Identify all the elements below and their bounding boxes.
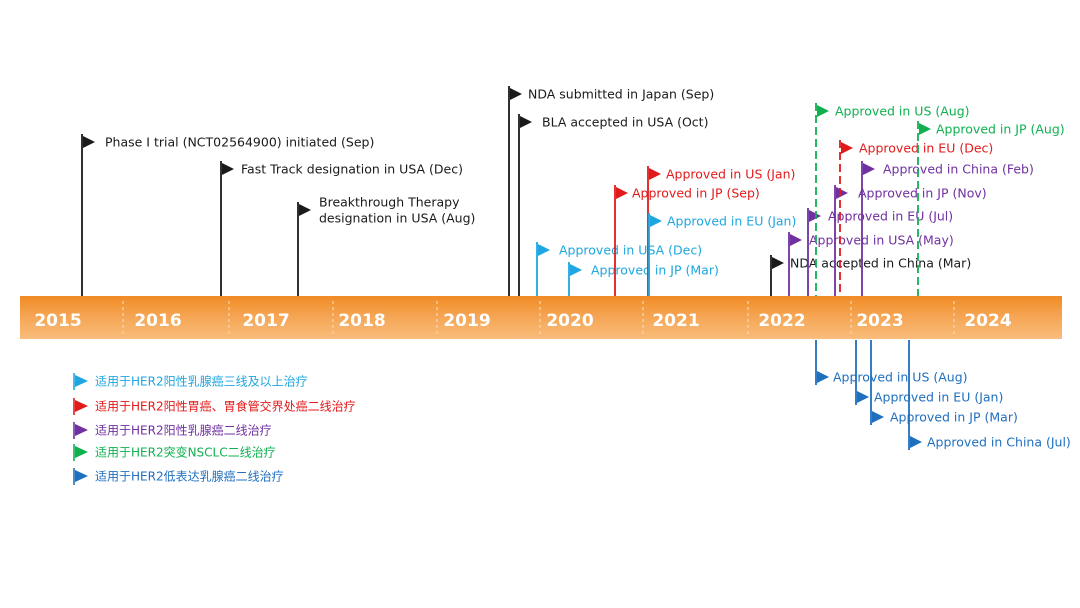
milestone: NDA accepted in China (Mar) — [770, 255, 971, 296]
year-label: 2021 — [652, 311, 699, 331]
milestone: Approved in JP (Mar) — [870, 340, 1018, 425]
milestone: Approved in JP (Aug) — [917, 121, 1065, 296]
milestone-label: Breakthrough Therapy — [319, 195, 460, 210]
milestone: Approved in EU (Dec) — [839, 140, 993, 296]
milestone-label: Approved in EU (Jan) — [667, 214, 796, 229]
legend-item: 适用于HER2突变NSCLC二线治疗 — [73, 444, 276, 461]
flag-icon — [790, 234, 802, 246]
milestone-label: designation in USA (Aug) — [319, 211, 475, 226]
flag-icon — [75, 446, 88, 458]
milestone-label: NDA accepted in China (Mar) — [790, 256, 971, 271]
year-labels: 2015 2016 2017 2018 2019 2020 2021 2022 2023 2024 — [34, 311, 1011, 331]
legend-label: 适用于HER2阳性乳腺癌三线及以上治疗 — [95, 374, 308, 389]
year-label: 2020 — [546, 311, 593, 331]
flag-icon — [75, 375, 88, 387]
milestone-label: Approved in USA (May) — [809, 233, 954, 248]
milestone: Approved in EU (Jul) — [807, 208, 953, 296]
milestone-label: Approved in China (Jul) — [927, 435, 1071, 450]
flag-icon — [75, 470, 88, 482]
flag-icon — [75, 400, 88, 412]
legend-label: 适用于HER2低表达乳腺癌二线治疗 — [95, 469, 284, 484]
milestone-label: Approved in US (Jan) — [666, 167, 795, 182]
flag-icon — [75, 424, 88, 436]
flag-icon — [222, 163, 234, 175]
milestone-label: BLA accepted in USA (Oct) — [542, 115, 708, 130]
milestone: NDA submitted in Japan (Sep) — [508, 86, 714, 296]
milestone: Approved in China (Jul) — [908, 340, 1071, 450]
milestone-label: Approved in JP (Aug) — [936, 122, 1065, 137]
milestone: Fast Track designation in USA (Dec) — [220, 161, 463, 296]
year-label: 2024 — [964, 311, 1011, 331]
legend: 适用于HER2阳性乳腺癌三线及以上治疗适用于HER2阳性胃癌、胃食管交界处癌二线… — [73, 373, 356, 485]
milestone-label: Approved in EU (Jan) — [874, 390, 1003, 405]
flag-icon — [863, 163, 875, 175]
milestone-label: NDA submitted in Japan (Sep) — [528, 87, 714, 102]
flag-icon — [650, 215, 662, 227]
flag-icon — [538, 244, 550, 256]
legend-item: 适用于HER2低表达乳腺癌二线治疗 — [73, 468, 284, 485]
milestone-label: Approved in EU (Dec) — [859, 141, 993, 156]
flag-icon — [510, 88, 522, 100]
flag-icon — [616, 187, 628, 199]
milestone-label: Approved in China (Feb) — [883, 162, 1034, 177]
flag-icon — [817, 105, 829, 117]
milestone: Approved in US (Jan) — [647, 166, 795, 296]
milestone-label: Approved in JP (Nov) — [858, 186, 987, 201]
legend-item: 适用于HER2阳性乳腺癌三线及以上治疗 — [73, 373, 308, 390]
flag-icon — [841, 142, 853, 154]
year-label: 2022 — [758, 311, 805, 331]
timeline-band — [20, 296, 1062, 339]
legend-label: 适用于HER2阳性乳腺癌二线治疗 — [95, 423, 272, 438]
milestone: Approved in USA (Dec) — [536, 242, 702, 296]
year-label: 2023 — [856, 311, 903, 331]
milestone: Approved in China (Feb) — [861, 161, 1034, 296]
milestone-label: Approved in JP (Mar) — [591, 263, 719, 278]
year-label: 2019 — [443, 311, 490, 331]
flag-icon — [299, 204, 311, 216]
milestone-markers: Phase I trial (NCT02564900) initiated (S… — [81, 86, 1071, 450]
year-label: 2016 — [134, 311, 181, 331]
legend-item: 适用于HER2阳性胃癌、胃食管交界处癌二线治疗 — [73, 398, 356, 415]
flag-icon — [520, 116, 532, 128]
year-label: 2018 — [338, 311, 385, 331]
flag-icon — [570, 264, 582, 276]
milestone-label: Approved in JP (Mar) — [890, 410, 1018, 425]
flag-icon — [649, 168, 661, 180]
flag-icon — [83, 136, 95, 148]
milestone-label: Approved in USA (Dec) — [559, 243, 702, 258]
flag-icon — [772, 257, 784, 269]
milestone-label: Fast Track designation in USA (Dec) — [241, 162, 463, 177]
milestone-label: Approved in US (Aug) — [833, 370, 968, 385]
milestone-label: Approved in JP (Sep) — [632, 186, 760, 201]
milestone: Approved in JP (Mar) — [568, 262, 719, 296]
flag-icon — [836, 187, 848, 199]
legend-item: 适用于HER2阳性乳腺癌二线治疗 — [73, 422, 272, 439]
milestone: BLA accepted in USA (Oct) — [518, 114, 708, 296]
milestone-label: Phase I trial (NCT02564900) initiated (S… — [105, 135, 374, 150]
milestone: Approved in EU (Jan) — [648, 213, 796, 296]
milestone: Phase I trial (NCT02564900) initiated (S… — [81, 134, 374, 296]
year-label: 2017 — [242, 311, 289, 331]
flag-icon — [919, 123, 931, 135]
milestone: Approved in EU (Jan) — [855, 340, 1003, 405]
flag-icon — [817, 371, 829, 383]
milestone-label: Approved in EU (Jul) — [828, 209, 953, 224]
milestone-label: Approved in US (Aug) — [835, 104, 970, 119]
legend-label: 适用于HER2阳性胃癌、胃食管交界处癌二线治疗 — [95, 399, 356, 414]
milestone: Approved in JP (Nov) — [834, 185, 987, 296]
flag-icon — [809, 210, 821, 222]
legend-label: 适用于HER2突变NSCLC二线治疗 — [95, 445, 276, 460]
milestone: Approved in JP (Sep) — [614, 185, 760, 296]
flag-icon — [910, 436, 922, 448]
year-label: 2015 — [34, 311, 81, 331]
flag-icon — [872, 411, 884, 423]
flag-icon — [857, 391, 869, 403]
milestone: Approved in US (Aug) — [815, 340, 968, 385]
milestone: Approved in US (Aug) — [815, 103, 970, 296]
